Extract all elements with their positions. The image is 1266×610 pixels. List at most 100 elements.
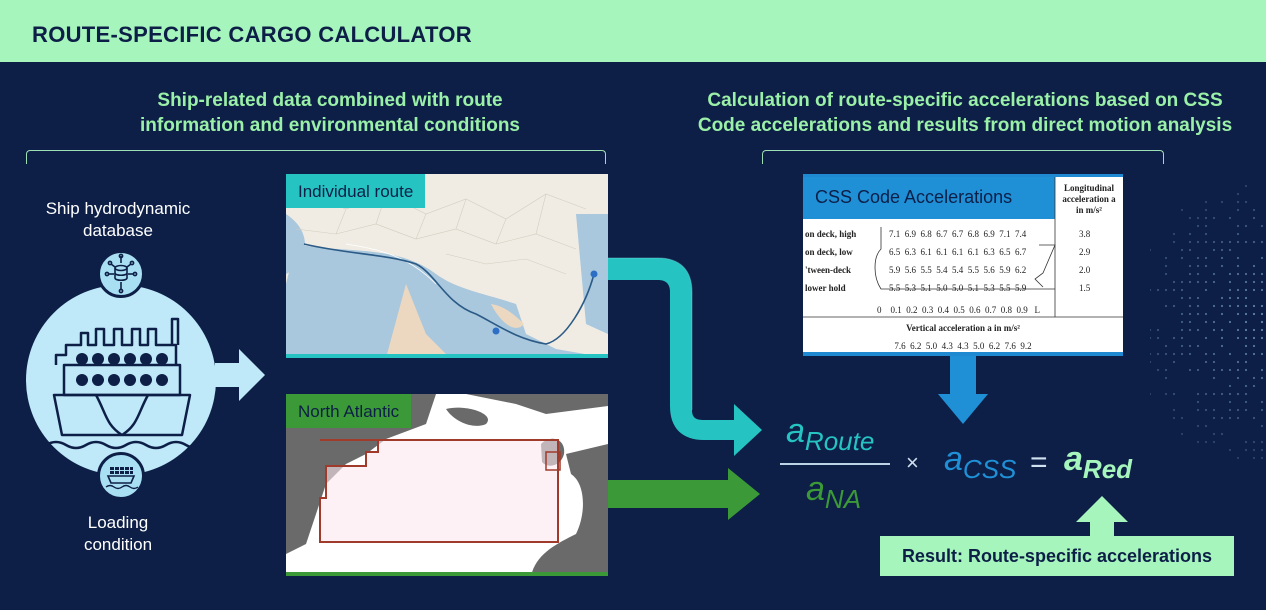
decoration-dot: [1181, 297, 1183, 299]
decoration-dot: [1150, 337, 1151, 339]
a-red-symbol: a: [1064, 440, 1083, 478]
css-row-values: 7.1 6.9 6.8 6.7 6.7 6.8 6.9 7.1 7.4: [889, 229, 1026, 239]
decoration-dot: [1205, 321, 1207, 323]
decoration-dot: [1157, 369, 1159, 371]
decoration-dot: [1261, 305, 1263, 307]
decoration-dot: [1245, 313, 1247, 315]
decoration-dot: [1189, 281, 1191, 283]
db-label-line2: database: [18, 220, 218, 242]
decoration-dot: [1173, 353, 1175, 355]
decoration-dot: [1205, 425, 1207, 427]
decoration-dot: [1197, 409, 1199, 411]
decoration-dot: [1197, 393, 1199, 395]
decoration-dot: [1173, 281, 1175, 283]
decoration-dot: [1150, 249, 1151, 251]
decoration-dot: [1253, 209, 1255, 211]
decoration-dot: [1245, 289, 1247, 291]
decoration-dot: [1237, 297, 1239, 299]
decoration-dot: [1181, 433, 1183, 435]
left-heading-line2: information and environmental conditions: [70, 113, 590, 138]
decoration-dot: [1261, 425, 1263, 427]
decoration-dot: [1229, 449, 1231, 451]
decoration-dot: [1205, 409, 1207, 411]
decoration-dot: [1229, 217, 1231, 219]
decoration-dot: [1205, 225, 1207, 227]
decoration-dot: [1150, 353, 1151, 355]
decoration-dot: [1165, 305, 1167, 307]
decoration-dot: [1197, 297, 1199, 299]
css-to-formula-arrow: [936, 356, 990, 428]
css-row-name: lower hold: [805, 283, 846, 293]
atlantic-to-formula-arrow: [608, 468, 768, 524]
decoration-dot: [1173, 409, 1175, 411]
individual-route-label: Individual route: [286, 174, 425, 208]
css-row-longitudinal: 2.0: [1079, 265, 1090, 275]
decoration-dot: [1213, 377, 1215, 379]
decoration-dot: [1253, 289, 1255, 291]
decoration-dot: [1261, 321, 1263, 323]
decoration-dot: [1229, 273, 1231, 275]
decoration-dot: [1245, 297, 1247, 299]
decoration-dot: [1245, 281, 1247, 283]
equals-sign: =: [1030, 446, 1048, 480]
decoration-dot: [1221, 417, 1223, 419]
decoration-dot: [1213, 361, 1215, 363]
css-row-values: 5.5 5.3 5.1 5.0 5.0 5.1 5.3 5.5 5.9: [889, 283, 1026, 293]
decoration-dot: [1205, 281, 1207, 283]
decoration-dot: [1261, 257, 1263, 259]
decoration-dot: [1213, 369, 1215, 371]
decoration-dot: [1221, 249, 1223, 251]
decoration-dot: [1253, 217, 1255, 219]
decoration-dot: [1229, 249, 1231, 251]
decoration-dot: [1245, 441, 1247, 443]
decoration-dot: [1165, 265, 1167, 267]
decoration-dot: [1221, 297, 1223, 299]
decoration-dot: [1229, 289, 1231, 291]
result-box: Result: Route-specific accelerations: [880, 536, 1234, 576]
hydrodynamic-database-label: Ship hydrodynamic database: [18, 198, 218, 242]
decoration-dot: [1237, 417, 1239, 419]
decoration-dot: [1205, 353, 1207, 355]
decoration-dot: [1181, 281, 1183, 283]
decoration-dot: [1253, 305, 1255, 307]
right-bracket: [762, 150, 1164, 164]
north-atlantic-label: North Atlantic: [286, 394, 411, 428]
decoration-dot: [1245, 361, 1247, 363]
decoration-dot: [1237, 265, 1239, 267]
decoration-dot: [1253, 241, 1255, 243]
decoration-dot: [1189, 233, 1191, 235]
decoration-dot: [1261, 281, 1263, 283]
decoration-dot: [1229, 281, 1231, 283]
decoration-dot: [1181, 417, 1183, 419]
decoration-dot: [1237, 241, 1239, 243]
decoration-dot: [1205, 233, 1207, 235]
decoration-dot: [1261, 457, 1263, 459]
formula-a-red: aRed: [1064, 440, 1132, 479]
decoration-dot: [1229, 385, 1231, 387]
decoration-dot: [1261, 241, 1263, 243]
formula-a-na: aNA: [806, 470, 861, 509]
ship-to-routes-arrow: [215, 345, 270, 405]
formula-a-route: aRoute: [786, 412, 874, 451]
decoration-dot: [1181, 313, 1183, 315]
decoration-dot: [1173, 241, 1175, 243]
decoration-dot: [1150, 361, 1151, 363]
decoration-dot: [1181, 249, 1183, 251]
decoration-dot: [1181, 337, 1183, 339]
vertical-label-text: Vertical acceleration a: [906, 323, 992, 333]
decoration-dot: [1173, 305, 1175, 307]
decoration-dot: [1173, 337, 1175, 339]
left-heading-line1: Ship-related data combined with route: [70, 88, 590, 113]
vertical-accel-label: Vertical acceleration a in m/s²: [803, 323, 1123, 333]
decoration-dot: [1213, 441, 1215, 443]
decoration-dot: [1237, 377, 1239, 379]
database-circle: [97, 250, 145, 298]
css-row-values: 5.9 5.6 5.5 5.4 5.4 5.5 5.6 5.9 6.2: [889, 265, 1026, 275]
decoration-dot: [1253, 281, 1255, 283]
decoration-dot: [1237, 313, 1239, 315]
decoration-dot: [1197, 425, 1199, 427]
decoration-dot: [1189, 241, 1191, 243]
decoration-dot: [1181, 345, 1183, 347]
decoration-dot: [1165, 289, 1167, 291]
decoration-dot: [1173, 233, 1175, 235]
